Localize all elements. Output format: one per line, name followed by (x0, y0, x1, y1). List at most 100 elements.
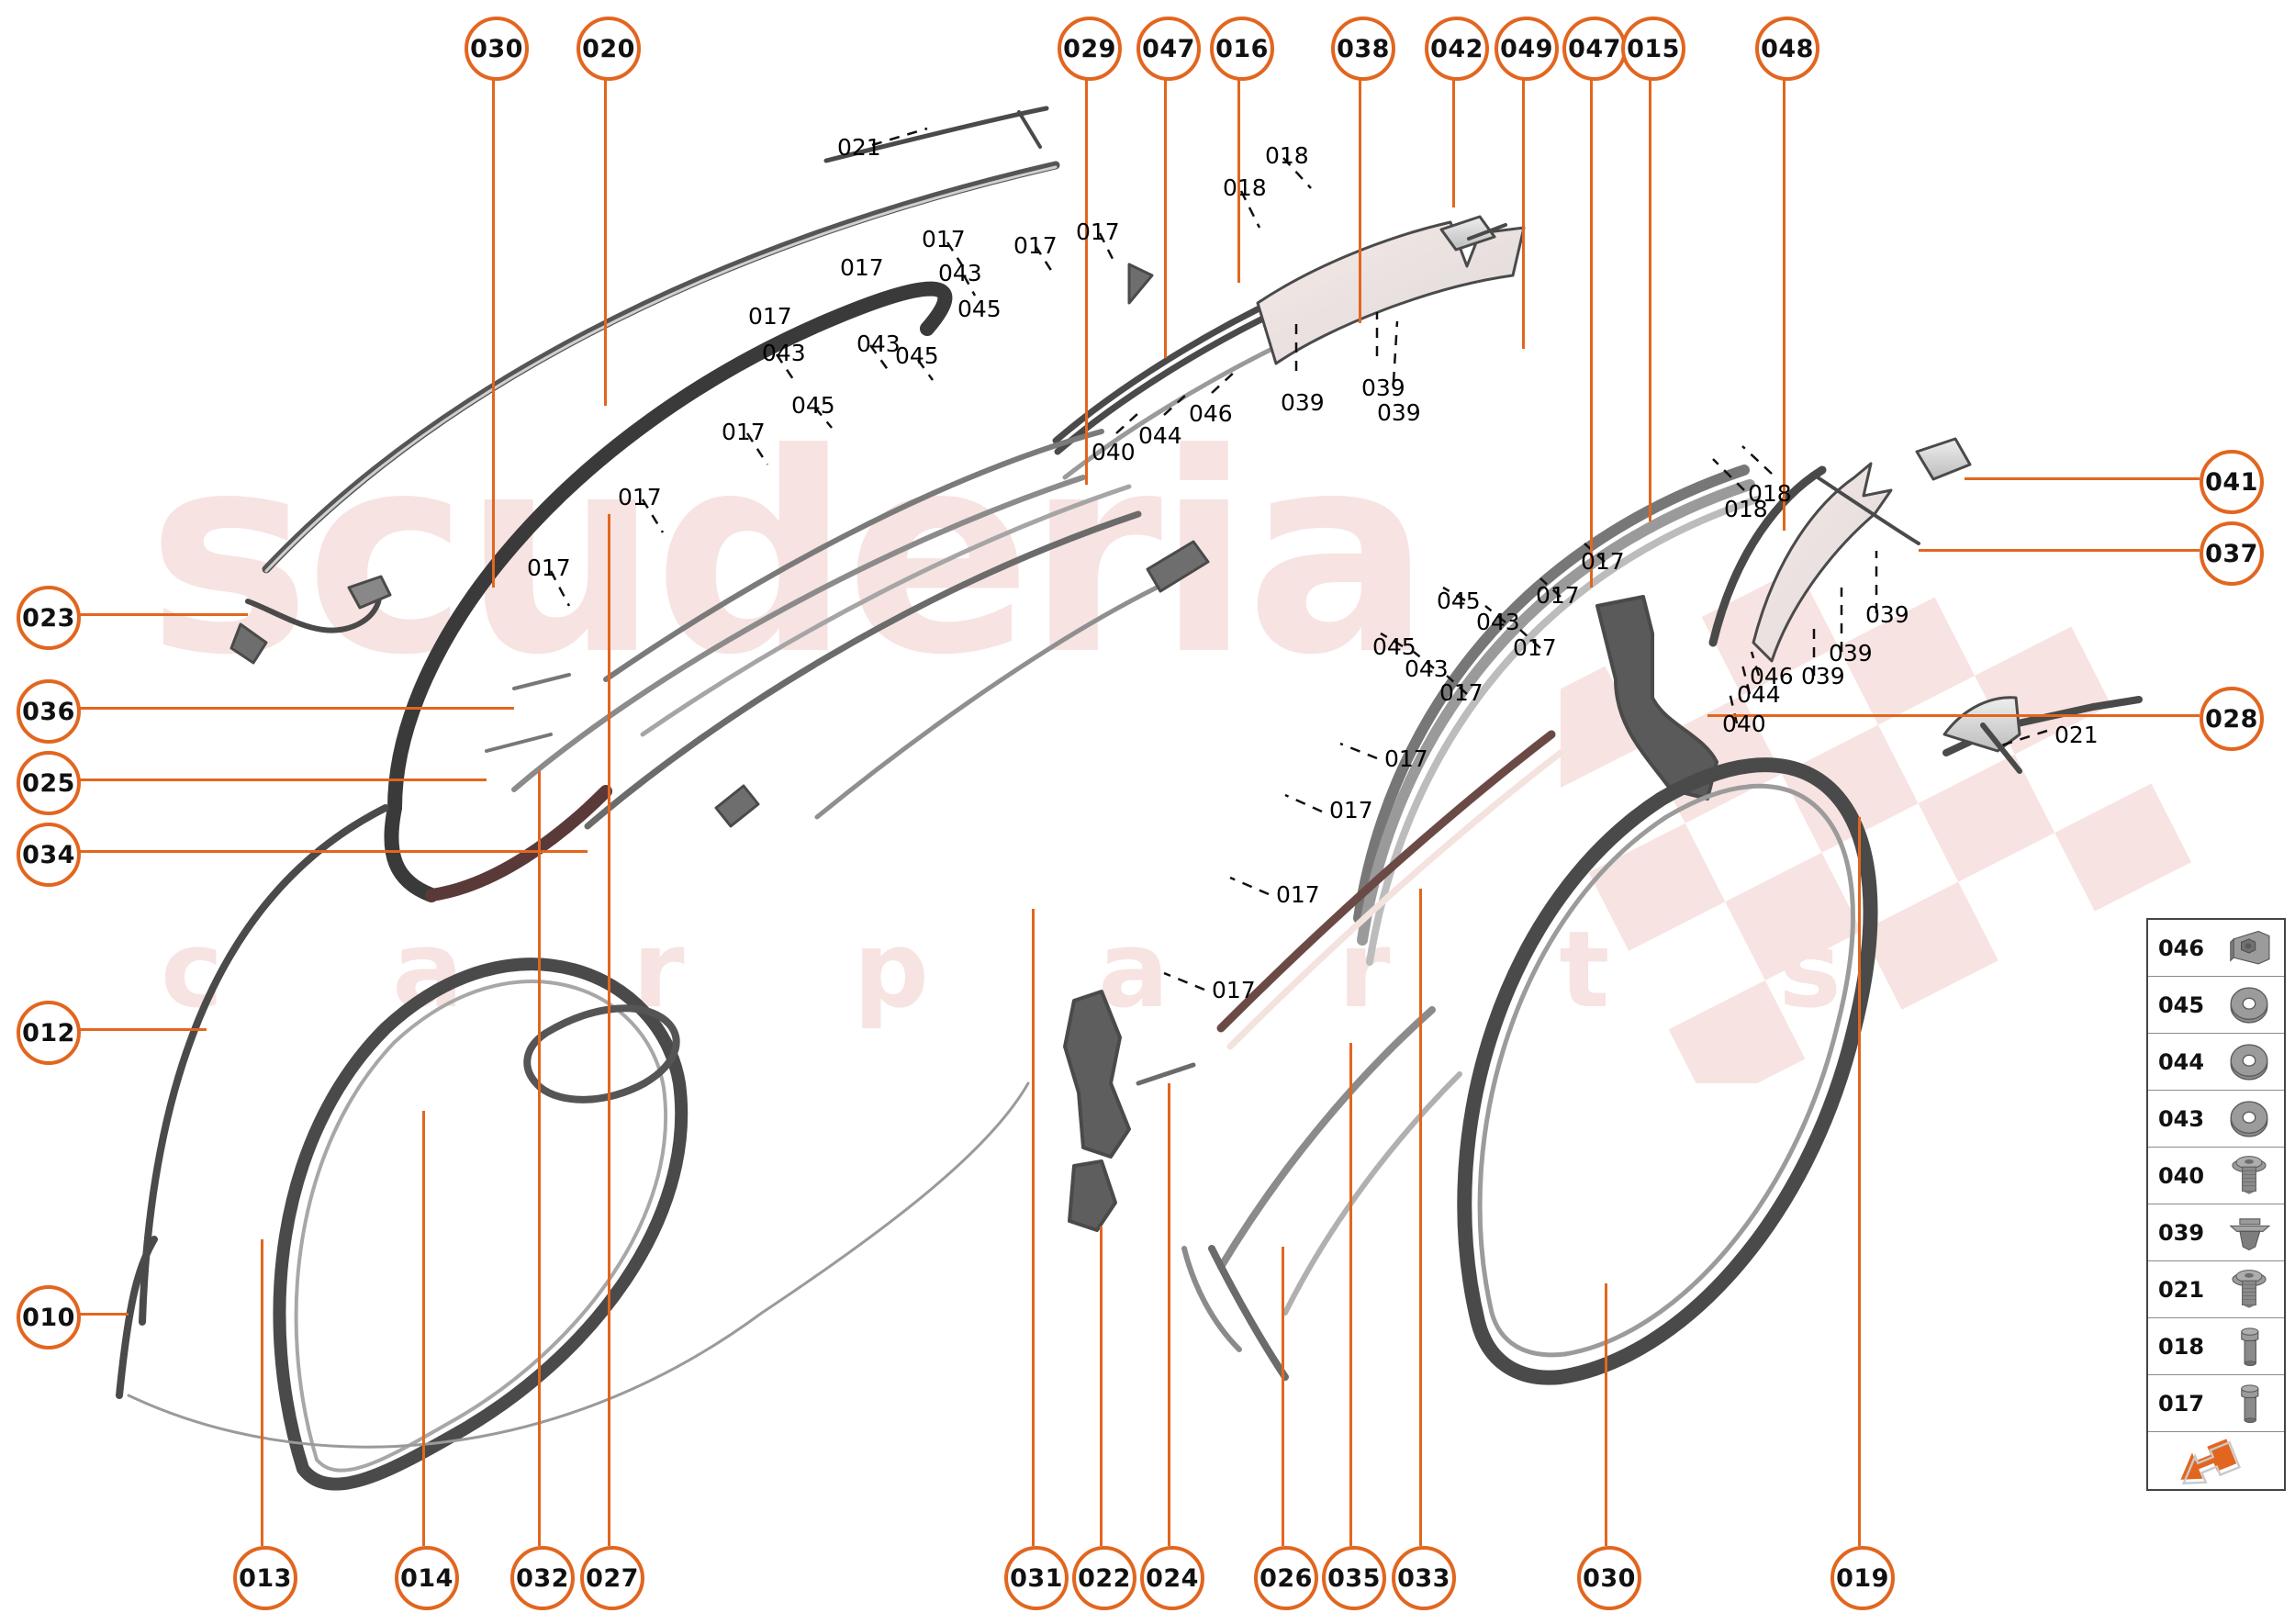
callout-036-left-1[interactable]: 036 (17, 679, 81, 744)
part-number-043-9: 043 (856, 330, 901, 357)
part-number-045-30: 045 (1372, 633, 1416, 660)
callout-010-left-5[interactable]: 010 (17, 1285, 81, 1350)
flange-bolt-icon (2214, 1148, 2284, 1204)
callout-029-top-2[interactable]: 029 (1058, 17, 1122, 81)
callout-012-left-4[interactable]: 012 (17, 1001, 81, 1065)
leader-line-047b (1590, 73, 1593, 588)
callout-047-top-8[interactable]: 047 (1562, 17, 1627, 81)
part-number-040-18: 040 (1092, 439, 1136, 465)
callout-023-left-0[interactable]: 023 (17, 586, 81, 650)
callout-041-right-0[interactable]: 041 (2200, 450, 2264, 514)
legend-row-045[interactable]: 045 (2148, 977, 2284, 1034)
callout-031-bottom-4[interactable]: 031 (1004, 1546, 1069, 1610)
leader-line-029 (1085, 73, 1088, 485)
part-number-017-6: 017 (1076, 218, 1120, 245)
part-number-017-8: 017 (840, 254, 884, 281)
part-number-018-23: 018 (1724, 496, 1768, 522)
legend-row-018[interactable]: 018 (2148, 1318, 2284, 1375)
leader-line-032 (538, 771, 541, 1546)
part-number-018-24: 018 (1748, 480, 1792, 507)
callout-048-top-10[interactable]: 048 (1755, 17, 1819, 81)
callout-016-top-4[interactable]: 016 (1210, 17, 1274, 81)
legend-row-arrow[interactable] (2148, 1432, 2284, 1489)
part-number-043-4: 043 (938, 260, 982, 286)
legend-code-label: 043 (2157, 1105, 2205, 1132)
part-number-021-43: 021 (2054, 722, 2099, 748)
leader-line-012 (73, 1028, 207, 1031)
callout-019-bottom-11[interactable]: 019 (1830, 1546, 1895, 1610)
orange-arrow-icon (2148, 1432, 2284, 1489)
legend-row-017[interactable]: 017 (2148, 1375, 2284, 1432)
nut-plate-icon (2214, 920, 2284, 976)
callout-026-bottom-7[interactable]: 026 (1254, 1546, 1318, 1610)
washer-icon (2214, 1091, 2284, 1147)
callout-014-bottom-1[interactable]: 014 (395, 1546, 459, 1610)
legend-row-043[interactable]: 043 (2148, 1091, 2284, 1148)
legend-row-046[interactable]: 046 (2148, 920, 2284, 977)
legend-code-label: 045 (2157, 991, 2205, 1018)
legend-code-label: 017 (2157, 1390, 2205, 1417)
leader-line-031 (1032, 909, 1035, 1546)
legend-row-021[interactable]: 021 (2148, 1261, 2284, 1318)
part-number-021-0: 021 (837, 134, 881, 161)
part-number-017-16: 017 (527, 554, 571, 581)
callout-027-bottom-3[interactable]: 027 (580, 1546, 644, 1610)
legend-panel: 046 045 044 043 040 039 021 018 017 (2146, 918, 2286, 1491)
leader-line-035 (1349, 1043, 1352, 1546)
callout-038-top-5[interactable]: 038 (1331, 17, 1395, 81)
callout-025-left-2[interactable]: 025 (17, 751, 81, 815)
leader-line-034 (73, 850, 588, 853)
legend-code-label: 018 (2157, 1333, 2205, 1360)
part-number-017-35: 017 (1276, 881, 1320, 908)
callout-032-bottom-2[interactable]: 032 (510, 1546, 575, 1610)
legend-code-label: 021 (2157, 1276, 2205, 1303)
part-number-039-40: 039 (1801, 663, 1845, 689)
part-number-043-12: 043 (762, 340, 806, 366)
callout-049-top-7[interactable]: 049 (1495, 17, 1559, 81)
washer-icon (2214, 977, 2284, 1033)
legend-row-044[interactable]: 044 (2148, 1034, 2284, 1091)
part-number-039-22: 039 (1377, 399, 1421, 426)
push-rivet-clip-icon (2214, 1204, 2284, 1260)
flange-bolt-icon (2214, 1261, 2284, 1317)
callout-042-top-6[interactable]: 042 (1425, 17, 1489, 81)
callout-013-bottom-0[interactable]: 013 (233, 1546, 297, 1610)
hex-bolt-icon (2214, 1318, 2284, 1374)
legend-code-label: 046 (2157, 935, 2205, 961)
part-number-044-17: 044 (1138, 422, 1182, 449)
part-number-018-2: 018 (1223, 174, 1267, 201)
part-number-017-36: 017 (1212, 977, 1256, 1003)
callout-035-bottom-8[interactable]: 035 (1322, 1546, 1386, 1610)
part-number-017-26: 017 (1536, 582, 1580, 609)
callout-030-bottom-10[interactable]: 030 (1577, 1546, 1641, 1610)
leader-line-010 (73, 1313, 129, 1316)
callout-020-top-1[interactable]: 020 (577, 17, 641, 81)
part-number-040-42: 040 (1722, 711, 1766, 737)
part-number-017-32: 017 (1439, 679, 1483, 706)
leader-line-022 (1100, 1226, 1103, 1546)
callout-028-right-2[interactable]: 028 (2200, 687, 2264, 751)
leader-line-036 (73, 707, 514, 710)
callout-030-top-0[interactable]: 030 (465, 17, 529, 81)
part-number-017-14: 017 (722, 419, 766, 445)
callout-015-top-9[interactable]: 015 (1621, 17, 1685, 81)
leader-line-026 (1282, 1247, 1284, 1546)
part-number-039-21: 039 (1361, 375, 1405, 401)
legend-row-040[interactable]: 040 (2148, 1148, 2284, 1204)
legend-row-039[interactable]: 039 (2148, 1204, 2284, 1261)
callout-024-bottom-6[interactable]: 024 (1140, 1546, 1204, 1610)
callout-033-bottom-9[interactable]: 033 (1392, 1546, 1456, 1610)
leader-line-030-top (492, 73, 495, 588)
legend-code-label: 039 (2157, 1219, 2205, 1246)
part-number-039-20: 039 (1281, 389, 1325, 416)
callout-037-right-1[interactable]: 037 (2200, 521, 2264, 586)
callout-022-bottom-5[interactable]: 022 (1072, 1546, 1136, 1610)
leader-line-048 (1783, 73, 1786, 531)
callout-034-left-3[interactable]: 034 (17, 823, 81, 887)
leader-line-015 (1649, 73, 1651, 521)
callout-047-top-3[interactable]: 047 (1136, 17, 1201, 81)
part-number-017-3: 017 (922, 226, 966, 252)
part-number-045-7: 045 (957, 296, 1002, 322)
